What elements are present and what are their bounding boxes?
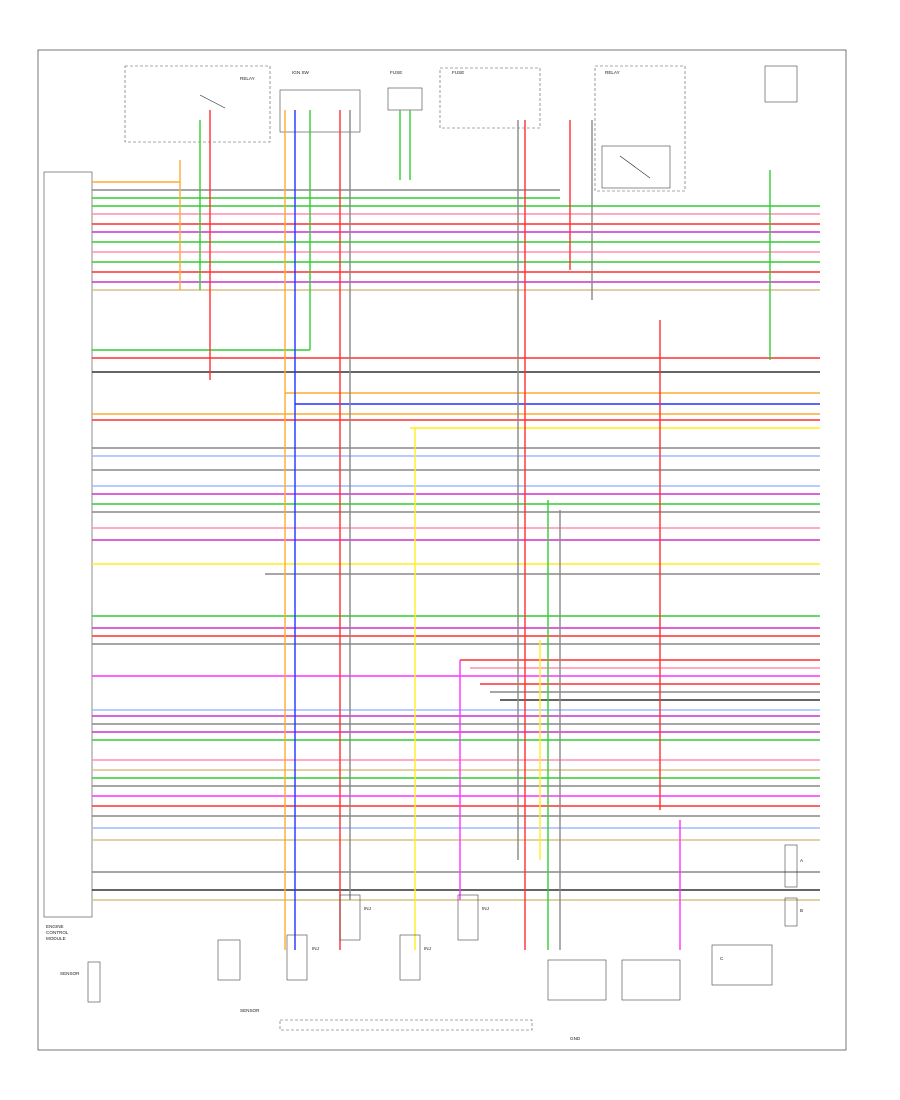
fuel-pump-relay: RELAY [594,65,686,192]
svg-text:SENSOR: SENSOR [60,971,80,976]
svg-text:INJ: INJ [424,946,431,951]
horizontal-wires [92,181,820,901]
fuse-box: FUSE [387,70,423,111]
svg-text:FUSE: FUSE [390,70,402,75]
svg-text:B: B [800,908,803,913]
svg-text:INJ: INJ [364,906,371,911]
connector-b: B [784,897,803,927]
main-relay: RELAY [124,65,271,143]
injector-4: INJ [457,894,489,941]
vertical-wires [179,110,771,950]
svg-text:C: C [720,956,724,961]
main-fuse: FUSE [439,67,541,129]
ecm-label-3: MODULE [46,936,66,941]
injector-harness [279,1019,533,1031]
svg-text:INJ: INJ [482,906,489,911]
ecm-module: ENGINE CONTROL MODULE [43,171,93,941]
right-top-box [764,65,798,103]
svg-text:FUSE: FUSE [452,70,464,75]
knock-sensor: SENSOR [217,939,260,1013]
crank-sensor: SENSOR [60,961,101,1003]
ecm-label-2: CONTROL [46,930,69,935]
injector-3: INJ [399,934,431,981]
svg-text:A: A [800,858,804,863]
diagram-frame [37,49,847,1051]
ignition-switch: IGN SW [279,70,361,133]
svg-text:GND: GND [570,1036,581,1041]
svg-text:SENSOR: SENSOR [240,1008,260,1013]
injector-1: INJ [286,934,319,981]
svg-text:INJ: INJ [312,946,319,951]
ground-point: GND [547,959,681,1041]
injector-2: INJ [339,894,371,941]
connector-a: A [784,844,804,888]
ecm-label-1: ENGINE [46,924,64,929]
svg-text:IGN SW: IGN SW [292,70,310,75]
connector-c: C [711,944,773,986]
svg-text:RELAY: RELAY [605,70,620,75]
svg-text:RELAY: RELAY [240,76,255,81]
